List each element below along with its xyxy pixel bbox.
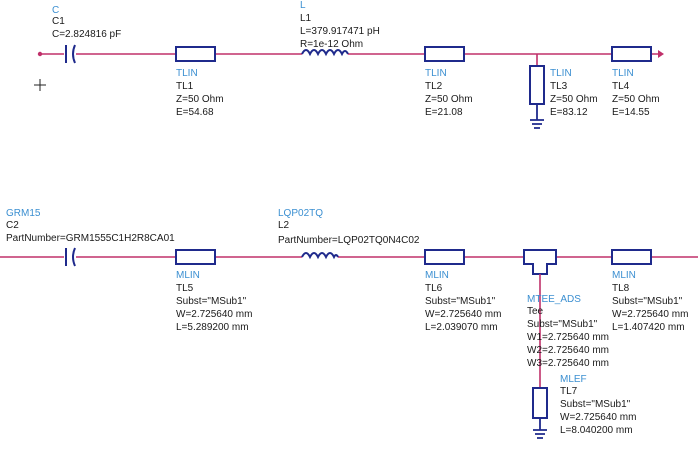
mlin-tl6[interactable] — [424, 249, 465, 265]
l1-type-label: L — [300, 0, 306, 11]
tl5-name-label: TL5 — [176, 283, 194, 294]
tl5-w-label: W=2.725640 mm — [176, 309, 252, 320]
tlin-tl2[interactable] — [424, 46, 465, 62]
crosshair-cursor-icon — [34, 79, 46, 91]
tl6-subst-label: Subst="MSub1" — [425, 296, 496, 307]
c1-type-label: C — [52, 5, 59, 16]
tl4-z-label: Z=50 Ohm — [612, 94, 660, 105]
c2-type-label: GRM15 — [6, 208, 41, 219]
mtee-tee[interactable] — [523, 249, 557, 275]
tl2-e-label: E=21.08 — [425, 107, 463, 118]
tl8-subst-label: Subst="MSub1" — [612, 296, 683, 307]
tl3-z-label: Z=50 Ohm — [550, 94, 598, 105]
mlin-tl5[interactable] — [175, 249, 216, 265]
tl5-subst-label: Subst="MSub1" — [176, 296, 247, 307]
ground-icon-tl3 — [530, 104, 544, 129]
tl7-subst-label: Subst="MSub1" — [560, 399, 631, 410]
l1-name-label: L1 — [300, 13, 312, 24]
tl5-l-label: L=5.289200 mm — [176, 322, 249, 333]
l2-part-label: PartNumber=LQP02TQ0N4C02 — [278, 235, 420, 246]
tl2-type-label: TLIN — [425, 68, 447, 79]
tlin-tl4[interactable] — [611, 46, 652, 62]
tl2-name-label: TL2 — [425, 81, 443, 92]
tl4-type-label: TLIN — [612, 68, 634, 79]
tee-subst-label: Subst="MSub1" — [527, 319, 598, 330]
tlin-tl3[interactable] — [529, 65, 545, 105]
l1-r-label: R=1e-12 Ohm — [300, 39, 363, 50]
tl6-name-label: TL6 — [425, 283, 443, 294]
l2-name-label: L2 — [278, 220, 290, 231]
tl2-z-label: Z=50 Ohm — [425, 94, 473, 105]
top-port-right[interactable] — [658, 50, 664, 58]
tl7-w-label: W=2.725640 mm — [560, 412, 636, 423]
tee-name-label: Tee — [527, 306, 544, 317]
tl1-name-label: TL1 — [176, 81, 194, 92]
tl7-name-label: TL7 — [560, 386, 578, 397]
tl4-e-label: E=14.55 — [612, 107, 650, 118]
c2-part-label: PartNumber=GRM1555C1H2R8CA01 — [6, 233, 175, 244]
l2-type-label: LQP02TQ — [278, 208, 323, 219]
tl7-l-label: L=8.040200 mm — [560, 425, 633, 436]
tl3-type-label: TLIN — [550, 68, 572, 79]
tl6-l-label: L=2.039070 mm — [425, 322, 498, 333]
tl3-e-label: E=83.12 — [550, 107, 588, 118]
tl3-name-label: TL3 — [550, 81, 568, 92]
tee-w3-label: W3=2.725640 mm — [527, 358, 609, 369]
tee-w2-label: W2=2.725640 mm — [527, 345, 609, 356]
tl1-e-label: E=54.68 — [176, 107, 214, 118]
capacitor-c2[interactable] — [65, 247, 76, 267]
tl8-type-label: MLIN — [612, 270, 636, 281]
mlin-tl8[interactable] — [611, 249, 652, 265]
tl6-w-label: W=2.725640 mm — [425, 309, 501, 320]
inductor-l1[interactable] — [301, 49, 349, 57]
c1-name-label: C1 — [52, 16, 65, 27]
ground-icon-tl7 — [533, 418, 547, 439]
tl4-name-label: TL4 — [612, 81, 630, 92]
tl8-name-label: TL8 — [612, 283, 630, 294]
tee-w1-label: W1=2.725640 mm — [527, 332, 609, 343]
mlef-tl7[interactable] — [532, 387, 548, 419]
c1-value-label: C=2.824816 pF — [52, 29, 121, 40]
tlin-tl1[interactable] — [175, 46, 216, 62]
tl1-type-label: TLIN — [176, 68, 198, 79]
inductor-l2[interactable] — [301, 252, 339, 260]
c2-name-label: C2 — [6, 220, 19, 231]
tl5-type-label: MLIN — [176, 270, 200, 281]
tl8-w-label: W=2.725640 mm — [612, 309, 688, 320]
l1-value-label: L=379.917471 pH — [300, 26, 380, 37]
tl7-type-label: MLEF — [560, 374, 587, 385]
tl8-l-label: L=1.407420 mm — [612, 322, 685, 333]
capacitor-c1[interactable] — [65, 44, 76, 64]
tl6-type-label: MLIN — [425, 270, 449, 281]
tl1-z-label: Z=50 Ohm — [176, 94, 224, 105]
tee-type-label: MTEE_ADS — [527, 294, 581, 305]
top-port-left[interactable] — [37, 51, 43, 57]
